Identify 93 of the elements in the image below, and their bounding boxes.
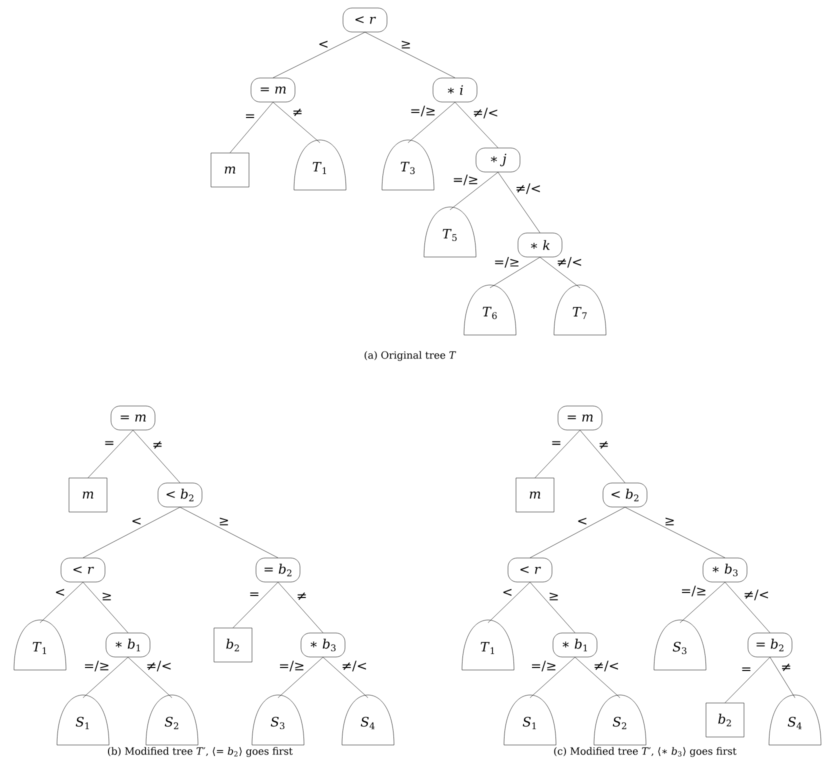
edge bbox=[230, 102, 274, 153]
tree-node: ∗ b$_{1}$ bbox=[106, 632, 150, 658]
leaf-box: m bbox=[210, 152, 250, 188]
edge bbox=[82, 507, 180, 558]
tree-node: ∗ j bbox=[476, 148, 520, 172]
edge bbox=[278, 657, 324, 698]
edge bbox=[530, 582, 576, 633]
tree-node: ∗ b$_{1}$ bbox=[552, 632, 598, 658]
tree-node: < b$_{2}$ bbox=[602, 482, 648, 508]
tree-node: = m bbox=[250, 78, 296, 102]
edge-label: = bbox=[250, 592, 258, 596]
edge-label: ≥ bbox=[666, 518, 674, 526]
edge bbox=[454, 102, 498, 148]
edge bbox=[82, 582, 128, 633]
edge bbox=[272, 102, 320, 143]
edge bbox=[534, 430, 580, 478]
edge bbox=[574, 657, 620, 698]
edge bbox=[580, 430, 626, 483]
edge-label: < bbox=[578, 518, 586, 525]
edge bbox=[82, 657, 128, 698]
subfigure-caption: (c) Modified tree T′, ⟨∗ b$_{3}$⟩ goes first bbox=[554, 747, 736, 757]
leaf-box: m bbox=[68, 478, 108, 512]
leaf-box: b$_{2}$ bbox=[706, 702, 744, 738]
leaf-box: m bbox=[516, 478, 554, 512]
edge bbox=[88, 430, 134, 478]
edge-label: =/≥ bbox=[280, 660, 304, 672]
edge bbox=[128, 657, 172, 698]
edge bbox=[498, 172, 540, 233]
edge-label: ≠/< bbox=[147, 660, 171, 672]
edge-label: ≥ bbox=[550, 592, 558, 600]
edge bbox=[680, 582, 726, 623]
edge-label: ≠/< bbox=[516, 183, 540, 194]
edge-label: =/≥ bbox=[682, 586, 706, 596]
edge-label: < bbox=[503, 588, 512, 596]
edge-label: =/≥ bbox=[411, 106, 435, 116]
edge-label: ≠ bbox=[293, 108, 302, 116]
edge-label: = bbox=[742, 667, 750, 672]
edge-label: ≥ bbox=[402, 40, 410, 48]
tree-node: = m bbox=[558, 406, 602, 430]
edge bbox=[40, 582, 84, 623]
edge bbox=[490, 257, 540, 288]
leaf-box: b$_{2}$ bbox=[214, 628, 252, 662]
edge-label: ≠ bbox=[153, 441, 162, 449]
tree-node: = m bbox=[110, 406, 156, 430]
edge-label: ≠/< bbox=[744, 590, 768, 600]
tree-node: ∗ b$_{3}$ bbox=[702, 558, 748, 582]
subfigure-caption: (b) Modified tree T′, ⟨= b$_{2}$⟩ goes first bbox=[108, 747, 293, 757]
tree-node: ∗ b$_{3}$ bbox=[300, 632, 346, 658]
tree-node: < r bbox=[508, 558, 552, 582]
edge-label: ≠/< bbox=[558, 257, 582, 268]
edge bbox=[540, 257, 580, 288]
edge bbox=[724, 582, 770, 633]
edge-label: ≠ bbox=[298, 592, 306, 600]
edge bbox=[278, 582, 324, 633]
edge bbox=[132, 430, 180, 483]
edge bbox=[530, 657, 576, 698]
edge bbox=[724, 657, 770, 703]
edge bbox=[624, 507, 726, 558]
edge-label: ≠ bbox=[782, 664, 790, 672]
edge-label: =/≥ bbox=[495, 257, 518, 268]
tree-node: < r bbox=[60, 558, 106, 582]
edge bbox=[770, 657, 796, 698]
edge-label: =/≥ bbox=[532, 660, 556, 672]
edge bbox=[232, 582, 278, 628]
edge-label: = bbox=[246, 114, 254, 118]
edge-label: ≥ bbox=[102, 592, 111, 600]
edge-label: < bbox=[319, 40, 328, 48]
edge-label: ≥ bbox=[220, 518, 228, 526]
tree-node: ∗ k bbox=[518, 232, 562, 258]
edge-label: ≠/< bbox=[474, 108, 498, 118]
tree-node: ∗ i bbox=[432, 78, 478, 102]
edge bbox=[322, 657, 368, 698]
edge-label: ≠/< bbox=[342, 660, 366, 672]
edge-label: ≠ bbox=[600, 441, 608, 449]
edge-label: < bbox=[56, 588, 64, 596]
edge-label: < bbox=[132, 518, 141, 525]
subfigure-caption: (a) Original tree T bbox=[364, 351, 456, 361]
edge bbox=[364, 32, 456, 78]
edge bbox=[488, 582, 530, 623]
edge-label: ≠/< bbox=[594, 660, 618, 672]
edge-label: = bbox=[552, 441, 560, 445]
edge bbox=[272, 32, 366, 78]
edge bbox=[450, 172, 498, 210]
tree-node: = b$_{2}$ bbox=[748, 632, 792, 658]
edge-label: =/≥ bbox=[85, 660, 108, 672]
edge-label: = bbox=[105, 441, 114, 445]
edge bbox=[408, 102, 456, 143]
edge bbox=[180, 507, 278, 558]
tree-node: < b$_{2}$ bbox=[158, 482, 202, 508]
edge bbox=[530, 507, 626, 558]
tree-node: = b$_{2}$ bbox=[256, 558, 300, 582]
tree-node: < r bbox=[342, 8, 388, 32]
edge-label: =/≥ bbox=[454, 174, 478, 186]
